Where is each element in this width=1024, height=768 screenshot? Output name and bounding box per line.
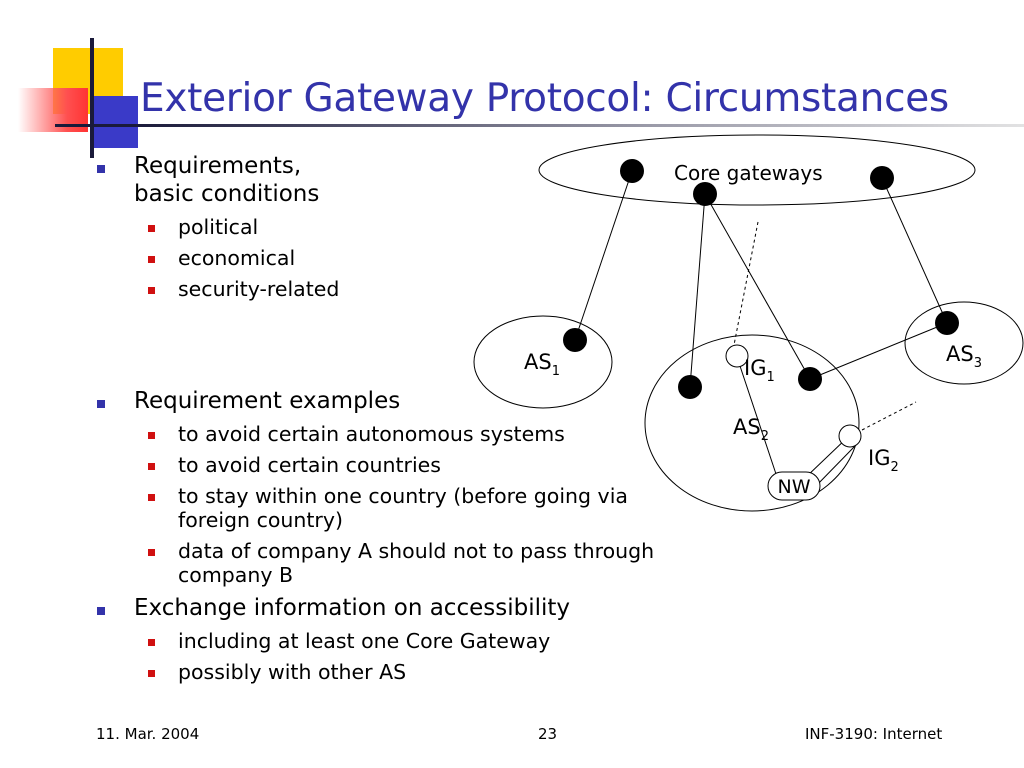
sub-bullet-text: data of company A should not to pass thr… [178,539,655,563]
bullet-requirement-examples: Requirement examples [92,387,732,415]
ig1-node [725,344,749,368]
sub-bullet: including at least one Core Gateway [92,629,732,653]
ig2-node [838,424,862,448]
as2-base: AS [733,415,761,439]
as1-ellipse [473,315,613,409]
as3-ellipse [904,301,1024,385]
as1-gateway-node [563,328,587,352]
sub-bullet: to avoid certain autonomous systems [92,422,732,446]
link-as2-as3 [809,322,948,380]
ig2-sub: 2 [890,460,898,475]
as3-base: AS [946,342,974,366]
as2-sub: 2 [761,429,769,444]
slide-logo [0,0,150,160]
link-core-as1 [574,170,633,341]
sub-bullet-text: company B [178,563,294,587]
as1-base: AS [524,350,552,374]
nw-box [767,471,821,501]
link-ig2-nw-b [813,445,856,489]
as3-sub: 3 [974,356,982,371]
link-core-as2-left [689,193,706,388]
link-core-as3 [881,177,948,324]
sub-bullet: data of company A should not to pass thr… [92,539,732,587]
bullet-requirements: Requirements, basic conditions [92,152,732,208]
ig2-base: IG [868,446,890,470]
footer-course: INF-3190: Internet [805,725,943,743]
footer-page-number: 23 [538,725,558,743]
sub-bullet: security-related [92,277,732,301]
title-underline [55,124,1024,127]
footer-date: 11. Mar. 2004 [96,725,200,743]
as1-label: AS1 [524,350,560,379]
ig1-sub: 1 [766,370,774,385]
ig1-label: IG1 [744,356,775,385]
bullet-exchange-information: Exchange information on accessibility [92,594,732,622]
sub-bullet: to avoid certain countries [92,453,732,477]
as1-sub: 1 [552,364,560,379]
sub-bullet: to stay within one country (before going… [92,484,732,532]
dashed-link-ig2 [861,401,917,431]
core-gateways-ellipse [538,134,976,206]
as2-ellipse [644,334,860,512]
sub-bullet: economical [92,246,732,270]
as2-gateway-node [678,375,702,399]
slide-title: Exterior Gateway Protocol: Circumstances [140,76,949,121]
ig2-label: IG2 [868,446,899,475]
core-gateway-node [620,159,644,183]
as2-label: AS2 [733,415,769,444]
as2-gateway-node [798,367,822,391]
sub-bullet-text: to stay within one country (before going… [178,484,628,508]
nw-label: NW [778,476,811,498]
logo-vertical-line [90,38,94,158]
core-gateways-label: Core gateways [674,161,823,185]
sub-bullet: political [92,215,732,239]
as3-gateway-node [935,311,959,335]
sub-bullet: possibly with other AS [92,660,732,684]
link-ig1-nw [736,356,779,481]
as3-label: AS3 [946,342,982,371]
core-gateway-node [870,166,894,190]
bullet-text: basic conditions [134,181,320,207]
core-gateway-node [693,182,717,206]
sub-bullet-text: foreign country) [178,508,343,532]
dashed-link-ig1 [733,221,759,346]
ig1-base: IG [744,356,766,380]
logo-blue-square [90,96,138,148]
bullet-list: Requirements, basic conditions political… [92,152,732,684]
bullet-text: Requirements, [134,153,302,179]
link-core-as2-right [704,193,811,380]
